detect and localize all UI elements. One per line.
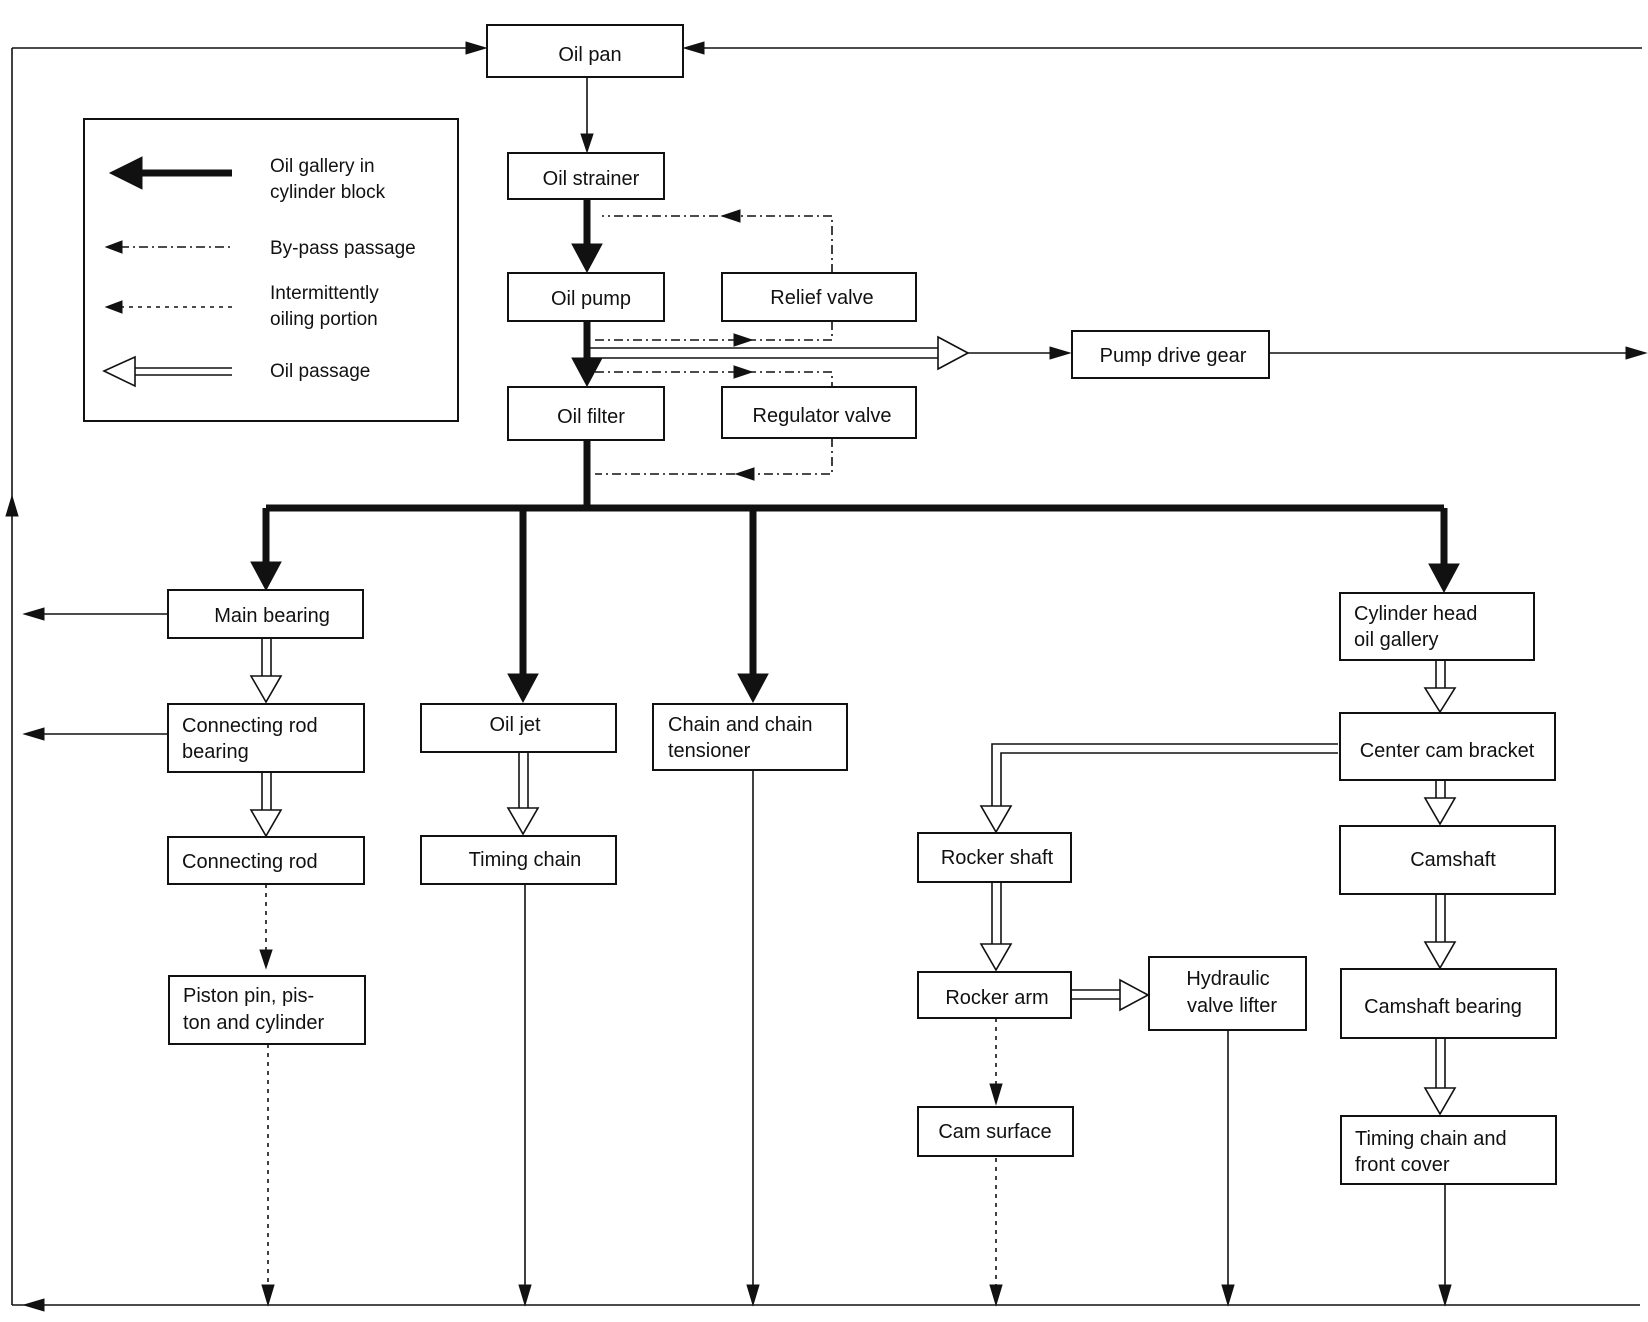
chain-tensioner-line-1: Chain and chain — [668, 714, 813, 736]
camshaft-bearing-box: Camshaft bearing — [1340, 968, 1557, 1039]
cylinder-head-oil-gallery-label: Cylinder head oil gallery — [1354, 603, 1477, 651]
rocker-shaft-line-1: Rocker shaft — [941, 847, 1054, 869]
chain-tensioner-line-2: tensioner — [668, 740, 751, 762]
cylinder-head-oil-gallery-line-1: Cylinder head — [1354, 603, 1477, 625]
legend-bypass-arrowhead-icon — [104, 240, 123, 254]
oil-strainer-line-1: Oil strainer — [543, 168, 640, 190]
rocker-shaft-label: Rocker shaft — [941, 847, 1054, 869]
legend-gallery-line-1: Oil gallery in — [270, 156, 375, 177]
piston-pin-box: Piston pin, pis-ton and cylinder — [168, 975, 366, 1045]
oil-strainer-box: Oil strainer — [507, 152, 665, 200]
cam-surface-line-1: Cam surface — [938, 1121, 1051, 1143]
oil-strainer-label: Oil strainer — [543, 168, 640, 190]
connectors — [5, 41, 1648, 1312]
rocker-arm-line-1: Rocker arm — [945, 987, 1048, 1009]
main-bearing-label: Main bearing — [214, 605, 330, 627]
legend-intermittent-line-1: Intermittently — [270, 283, 379, 304]
oil-pump-label: Oil pump — [551, 288, 631, 310]
left-rail-up-arrow-icon — [5, 494, 19, 517]
connecting-rod-label: Connecting rod — [182, 851, 318, 873]
timing-chain-line-1: Timing chain — [469, 849, 582, 871]
regulator-valve-line-1: Regulator valve — [753, 405, 892, 427]
center-cam-bracket-box: Center cam bracket — [1339, 712, 1556, 781]
cam-surface-label: Cam surface — [938, 1121, 1051, 1143]
rocker-arm-label: Rocker arm — [945, 987, 1048, 1009]
center-cam-bracket-label: Center cam bracket — [1360, 740, 1535, 762]
regulator-valve-label: Regulator valve — [753, 405, 892, 427]
oil-filter-box: Oil filter — [507, 386, 665, 441]
legend-bypass-label: By-pass passage — [270, 238, 416, 259]
legend-bypass-line-1: By-pass passage — [270, 238, 416, 259]
timing-chain-front-cover-box: Timing chain and front cover — [1340, 1115, 1557, 1185]
hydraulic-valve-lifter-line-1: Hydraulic — [1186, 968, 1269, 990]
cam-surface-box: Cam surface — [917, 1106, 1074, 1157]
piston-pin-line-2: ton and cylinder — [183, 1012, 325, 1034]
center-cam-bracket-line-1: Center cam bracket — [1360, 740, 1535, 762]
piston-pin-label: Piston pin, pis-ton and cylinder — [183, 985, 325, 1034]
regulator-valve-box: Regulator valve — [721, 386, 917, 439]
pump-drive-gear-line-1: Pump drive gear — [1100, 345, 1247, 367]
oil-jet-label: Oil jet — [489, 714, 541, 736]
connecting-rod-bearing-label: Connecting rod bearing — [182, 715, 318, 763]
rocker-shaft-box: Rocker shaft — [917, 832, 1072, 883]
connecting-rod-line-1: Connecting rod — [182, 851, 318, 873]
camshaft-line-1: Camshaft — [1410, 849, 1496, 871]
timing-chain-front-cover-label: Timing chain and front cover — [1355, 1128, 1507, 1176]
oil-pan-label: Oil pan — [558, 44, 621, 66]
connecting-rod-box: Connecting rod — [167, 836, 365, 885]
camshaft-box: Camshaft — [1339, 825, 1556, 895]
nodes: Oil pan Oil strainer Oil pump Relief val… — [167, 24, 1557, 1185]
timing-chain-front-cover-line-2: front cover — [1355, 1154, 1450, 1176]
connecting-rod-bearing-line-2: bearing — [182, 741, 249, 763]
camshaft-bearing-label: Camshaft bearing — [1364, 996, 1522, 1018]
connecting-rod-bearing-line-1: Connecting rod — [182, 715, 318, 737]
legend-frame — [83, 118, 459, 422]
legend-gallery-line-2: cylinder block — [270, 182, 386, 203]
hydraulic-valve-lifter-box: Hydraulic valve lifter — [1148, 956, 1307, 1031]
oil-jet-line-1: Oil jet — [489, 714, 541, 736]
oil-pump-box: Oil pump — [507, 272, 665, 322]
cylinder-head-oil-gallery-box: Cylinder head oil gallery — [1339, 592, 1535, 661]
timing-chain-box: Timing chain — [420, 835, 617, 885]
legend-passage-arrowhead-icon — [102, 355, 136, 388]
hydraulic-valve-lifter-label: Hydraulic valve lifter — [1186, 968, 1277, 1017]
cylinder-head-oil-gallery-line-2: oil gallery — [1354, 629, 1438, 651]
camshaft-bearing-line-1: Camshaft bearing — [1364, 996, 1522, 1018]
timing-chain-front-cover-line-1: Timing chain and — [1355, 1128, 1507, 1150]
chain-tensioner-box: Chain and chain tensioner — [652, 703, 848, 771]
legend-intermittent-label: Intermittently oiling portion — [270, 283, 379, 330]
hydraulic-valve-lifter-line-2: valve lifter — [1187, 995, 1277, 1017]
legend-intermittent-line-2: oiling portion — [270, 309, 378, 330]
main-bearing-box: Main bearing — [167, 589, 364, 639]
relief-valve-line-1: Relief valve — [770, 287, 873, 309]
bottom-rail-left-arrow-icon — [22, 1298, 45, 1312]
rocker-arm-box: Rocker arm — [917, 971, 1072, 1019]
timing-chain-label: Timing chain — [469, 849, 582, 871]
legend-passage-line-1: Oil passage — [270, 361, 370, 382]
legend-intermittent-arrowhead-icon — [104, 300, 123, 314]
oil-filter-line-1: Oil filter — [557, 406, 625, 428]
legend-gallery-arrowhead-icon — [108, 156, 143, 190]
chain-tensioner-label: Chain and chain tensioner — [668, 714, 813, 762]
connecting-rod-bearing-box: Connecting rod bearing — [167, 703, 365, 773]
relief-valve-label: Relief valve — [770, 287, 873, 309]
pump-drive-gear-label: Pump drive gear — [1100, 345, 1247, 367]
legend-gallery-label: Oil gallery in cylinder block — [270, 156, 386, 203]
oil-filter-label: Oil filter — [557, 406, 625, 428]
oil-jet-box: Oil jet — [420, 703, 617, 753]
legend: Oil gallery in cylinder block By-pass pas… — [83, 118, 459, 422]
oil-pan-box: Oil pan — [486, 24, 684, 78]
oil-pan-line-1: Oil pan — [558, 44, 621, 66]
camshaft-label: Camshaft — [1410, 849, 1496, 871]
main-bearing-line-1: Main bearing — [214, 605, 330, 627]
pump-drive-gear-box: Pump drive gear — [1071, 330, 1270, 379]
relief-valve-box: Relief valve — [721, 272, 917, 322]
legend-passage-label: Oil passage — [270, 361, 370, 382]
piston-pin-line-1: Piston pin, pis- — [183, 985, 314, 1007]
oil-pump-line-1: Oil pump — [551, 288, 631, 310]
